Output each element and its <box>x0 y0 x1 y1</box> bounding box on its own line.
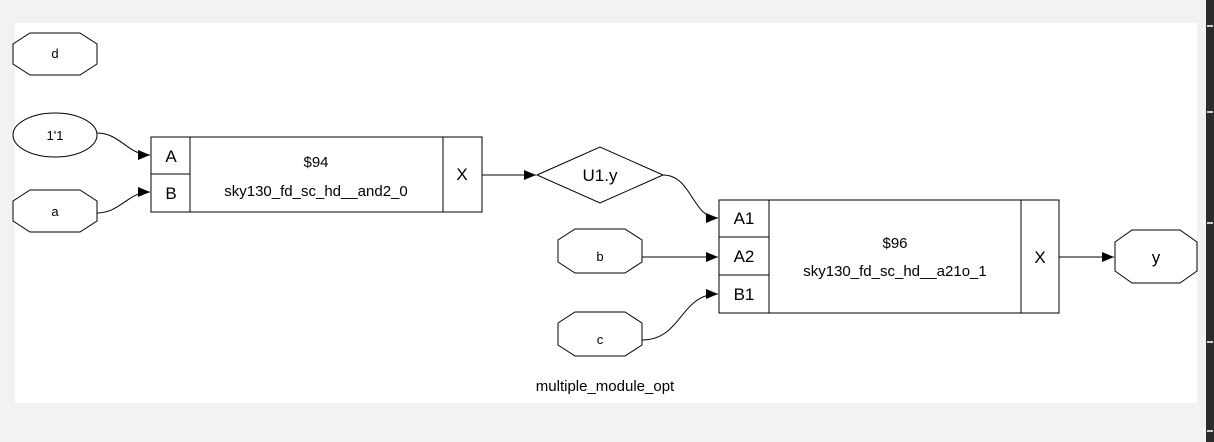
input-port-a-label: a <box>51 204 59 219</box>
constant-node-label: 1'1 <box>47 128 64 143</box>
cell-and2-port-b: B <box>165 184 176 203</box>
input-port-b-label: b <box>596 249 603 264</box>
wire-node-u1y-label: U1.y <box>583 166 618 185</box>
cell-a21o-id: $96 <box>882 235 907 252</box>
output-port-y: y <box>1114 229 1198 284</box>
cell-a21o-port-a2: A2 <box>734 247 755 266</box>
cell-a21o-port-b1: B1 <box>734 285 755 304</box>
cell-and2: A B $94 sky130_fd_sc_hd__and2_0 X <box>150 136 483 213</box>
edge-c-to-a21o-b1 <box>641 289 719 341</box>
input-port-a: a <box>12 189 98 233</box>
cell-and2-id: $94 <box>303 154 328 171</box>
cell-and2-port-a: A <box>165 147 177 166</box>
cell-and2-type: sky130_fd_sc_hd__and2_0 <box>224 183 408 200</box>
input-port-c-label: c <box>597 332 604 347</box>
cell-a21o: A1 A2 B1 $96 sky130_fd_sc_hd__a21o_1 X <box>718 199 1060 314</box>
cell-and2-port-x: X <box>456 165 467 184</box>
wire-node-u1y: U1.y <box>535 146 665 204</box>
window-edge <box>1206 0 1214 442</box>
cell-a21o-type: sky130_fd_sc_hd__a21o_1 <box>803 263 987 280</box>
input-port-b: b <box>557 228 643 274</box>
diagram-caption: multiple_module_opt <box>536 378 675 395</box>
edge-const-to-and2-a <box>96 132 151 160</box>
output-port-y-label: y <box>1152 248 1161 267</box>
input-port-c: c <box>557 311 643 357</box>
cell-a21o-port-x: X <box>1034 248 1045 267</box>
cell-a21o-port-a1: A1 <box>734 209 755 228</box>
edge-a-to-and2-b <box>96 187 151 214</box>
constant-node: 1'1 <box>12 112 98 158</box>
input-port-d-label: d <box>51 46 58 61</box>
input-port-d: d <box>12 32 98 76</box>
edge-u1y-to-a21o-a1 <box>662 174 719 223</box>
